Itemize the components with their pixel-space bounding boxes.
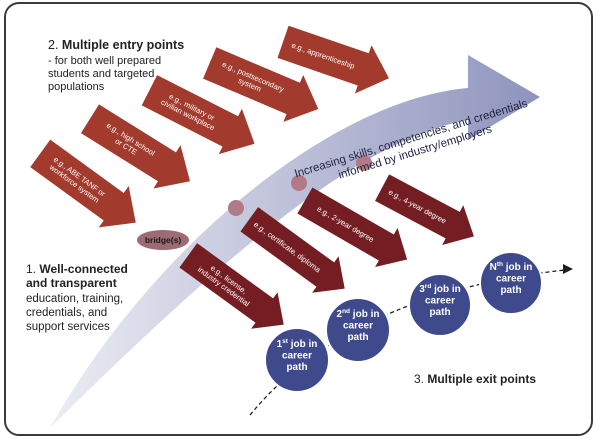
entry-arrow-shape <box>30 139 136 228</box>
job-circle-shape <box>325 297 391 363</box>
entry-arrow-shape <box>277 25 389 94</box>
entry-description-line: students and targeted <box>48 68 155 81</box>
main-pathway-arrow <box>50 55 540 428</box>
bridge-ellipse <box>137 230 189 250</box>
pathway-dot <box>356 155 372 171</box>
exit-path-arrowhead <box>563 264 573 274</box>
entry-arrow-shape <box>80 104 191 189</box>
transparent-number: 1. <box>26 262 37 276</box>
bridge-label: bridge(s) <box>145 235 182 245</box>
job-circle-label: path <box>500 285 521 296</box>
job-circle-shape <box>479 251 543 315</box>
exit-arrow-shape <box>375 174 474 246</box>
entry-arrow: e.g., apprenticeship <box>277 25 389 94</box>
entry-arrow-shape <box>203 47 319 122</box>
exit-number: 3. <box>414 372 425 386</box>
entry-arrow-shape <box>141 75 255 155</box>
bridge-marker: bridge(s) <box>137 230 189 250</box>
entry-description-line: - for both well prepared <box>48 55 162 67</box>
job-circle-label: career <box>282 350 312 361</box>
entry-points-description: - for both well prepared students and ta… <box>48 55 161 95</box>
exit-title: Multiple exit points <box>427 372 537 386</box>
entry-number: 2. <box>48 38 59 52</box>
transparent-services-heading: 1. Well-connected and transparent <box>26 262 128 291</box>
job-circle-label: path <box>347 332 368 343</box>
job-circle-label: 3rd job in <box>419 283 461 295</box>
entry-points-heading: 2. Multiple entry points <box>48 38 184 53</box>
entry-description-line: populations <box>48 81 105 94</box>
transparent-title-line: Well-connected <box>39 262 128 276</box>
job-circle-label: 1st job in <box>277 338 318 350</box>
job-circle-label: path <box>429 307 450 318</box>
pathway-dot <box>228 200 244 216</box>
transparent-title-line: and transparent <box>26 276 117 291</box>
transparent-description-line: education, training, <box>26 293 124 305</box>
pathway-dots <box>228 155 372 216</box>
job-circle-shape <box>408 273 472 337</box>
pathway-dot <box>291 175 307 191</box>
job-circle-label: career <box>425 295 455 306</box>
job-circle-label: career <box>343 320 373 331</box>
job-circle-shape <box>264 327 330 393</box>
job-circle-label: 2nd job in <box>337 308 380 320</box>
transparent-description-line: credentials, and <box>26 306 108 319</box>
diagram-frame <box>4 2 593 436</box>
exit-arrow-shape <box>179 243 284 329</box>
job-circle-label: path <box>286 362 307 373</box>
job-circle-label: career <box>496 273 526 284</box>
entry-title: Multiple entry points <box>61 38 185 52</box>
transparent-description-line: support services <box>26 320 110 333</box>
exit-arrow-shape <box>297 187 408 267</box>
job-circle-label: Nth job in <box>490 261 533 273</box>
transparent-services-description: education, training, credentials, and su… <box>26 293 123 334</box>
exit-points-heading: 3. Multiple exit points <box>414 372 536 386</box>
exit-arrow-shape <box>240 207 345 293</box>
